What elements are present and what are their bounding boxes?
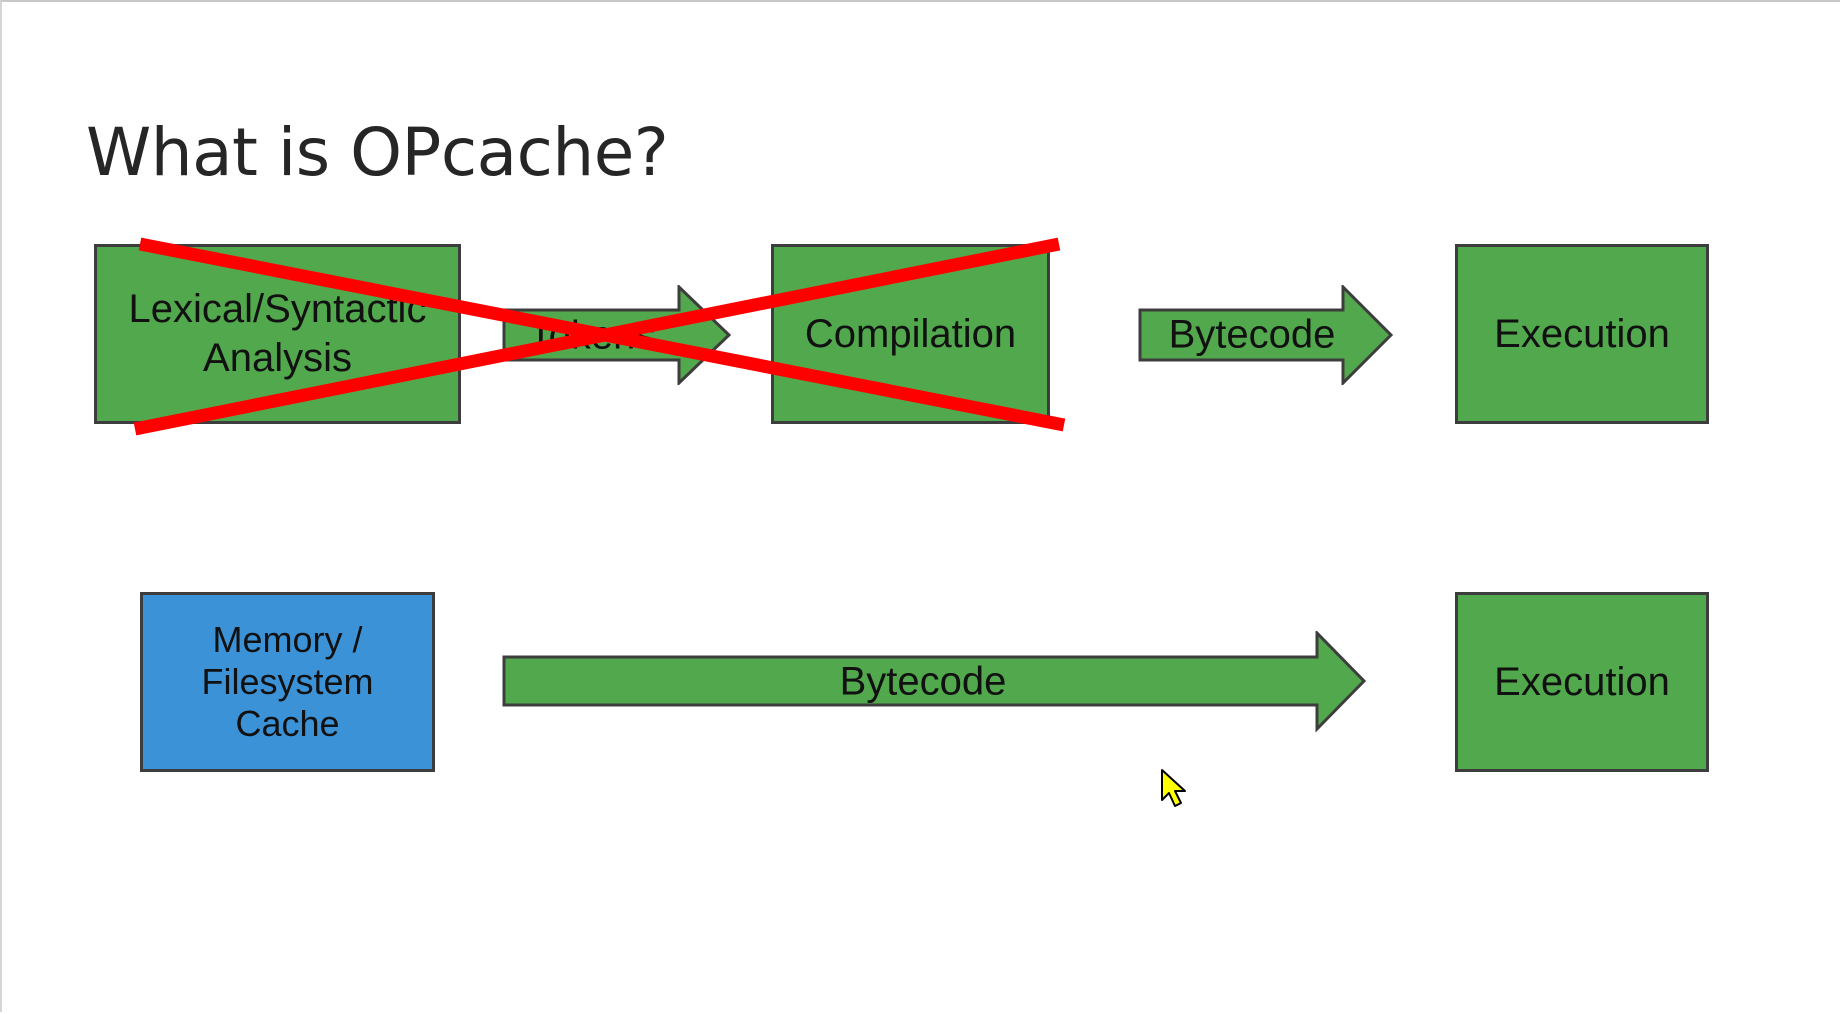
bytecode-arrow-top bbox=[1138, 285, 1394, 385]
bytecode-arrow-bottom-label: Bytecode bbox=[839, 659, 1007, 704]
lexical-analysis-label: Lexical/Syntactic Analysis bbox=[129, 285, 427, 383]
execution-top-label: Execution bbox=[1494, 311, 1670, 356]
execution-bottom-label: Execution bbox=[1494, 659, 1670, 704]
cache-line-3: Cache bbox=[235, 703, 340, 744]
lexical-analysis-line-2: Analysis bbox=[203, 336, 352, 380]
cache-label: Memory / Filesystem Cache bbox=[201, 619, 373, 745]
compilation-label: Compilation bbox=[804, 311, 1017, 356]
execution-box-bottom: Execution bbox=[1455, 592, 1709, 772]
bytecode-arrow-bottom bbox=[502, 631, 1368, 733]
bytecode-arrow-top-label: Bytecode bbox=[1168, 312, 1336, 357]
execution-box-top: Execution bbox=[1455, 244, 1709, 424]
slide-title: What is OPcache? bbox=[86, 114, 669, 191]
cache-line-2: Filesystem bbox=[201, 661, 374, 702]
cache-line-1: Memory / bbox=[212, 619, 363, 660]
mouse-pointer-icon bbox=[1161, 769, 1186, 807]
memory-filesystem-cache-box: Memory / Filesystem Cache bbox=[140, 592, 435, 772]
strike-line-lexical-up bbox=[133, 237, 1061, 436]
